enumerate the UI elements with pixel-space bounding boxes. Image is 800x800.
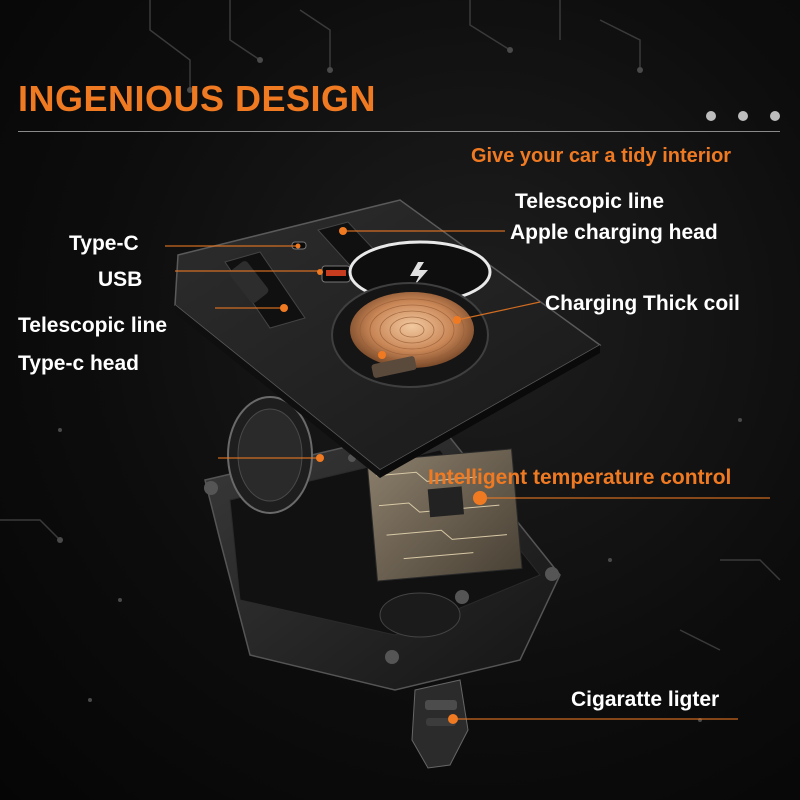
page-dot (770, 111, 780, 121)
label-usb: USB (98, 268, 143, 291)
page-dot (738, 111, 748, 121)
label-telescopic-right: Telescopic line (515, 190, 664, 213)
label-apple-head: Apple charging head (510, 221, 718, 244)
page-title: INGENIOUS DESIGN (18, 78, 377, 119)
page-indicator-dots (706, 110, 780, 122)
label-temperature-control: Intelligent temperature control (428, 466, 732, 489)
label-type-c-head: Type-c head (18, 352, 139, 375)
page-dot (706, 111, 716, 121)
title-divider (18, 131, 780, 132)
label-telescopic-left: Telescopic line (18, 314, 167, 337)
lower-port (379, 592, 461, 638)
label-type-c: Type-C (69, 232, 139, 255)
label-cigarette: Cigaratte ligter (571, 688, 720, 711)
lightning-icon (410, 262, 428, 286)
label-coil: Charging Thick coil (545, 292, 740, 315)
tagline: Give your car a tidy interior (471, 145, 732, 167)
charging-coil (350, 292, 474, 368)
